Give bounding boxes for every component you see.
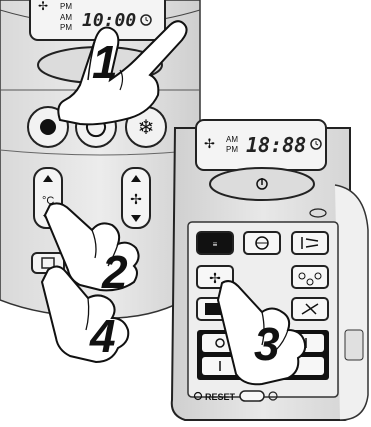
power-button-icon	[40, 119, 56, 135]
sensor-button[interactable]	[244, 232, 280, 254]
step-number-3: 3	[254, 318, 280, 370]
powerful-button[interactable]: ≡	[197, 232, 233, 254]
fan-indicator-icon: ✢	[38, 0, 48, 13]
svg-text:≡: ≡	[213, 240, 218, 249]
lcd-am-front: AM	[226, 135, 238, 144]
reset-label: RESET	[205, 392, 236, 402]
fan-speed-rocker[interactable]: ✢	[122, 168, 150, 228]
front-power-button[interactable]	[210, 168, 314, 200]
fan-indicator-icon: ✢	[204, 136, 215, 151]
lcd-time-front: 18:88	[246, 133, 306, 157]
cancel-button[interactable]	[292, 298, 328, 320]
swing-button[interactable]	[292, 232, 328, 254]
lcd-pm: PM	[60, 23, 72, 32]
clock-set-button[interactable]	[240, 391, 264, 401]
step-number-4: 4	[89, 310, 116, 362]
fan-icon: ✢	[209, 270, 221, 286]
step-number-1: 1	[92, 36, 118, 88]
indicator-light	[310, 209, 326, 217]
snowflake-icon: ❄	[138, 117, 155, 139]
step-number-2: 2	[101, 246, 128, 298]
lcd-am: AM	[60, 13, 72, 22]
lcd-display-front: ✢ AM PM 18:88	[196, 120, 326, 170]
lcd-pm-top: PM	[60, 2, 72, 11]
lcd-pm-front: PM	[226, 145, 238, 154]
mode-button[interactable]	[292, 266, 328, 288]
fan-icon: ✢	[130, 191, 142, 207]
